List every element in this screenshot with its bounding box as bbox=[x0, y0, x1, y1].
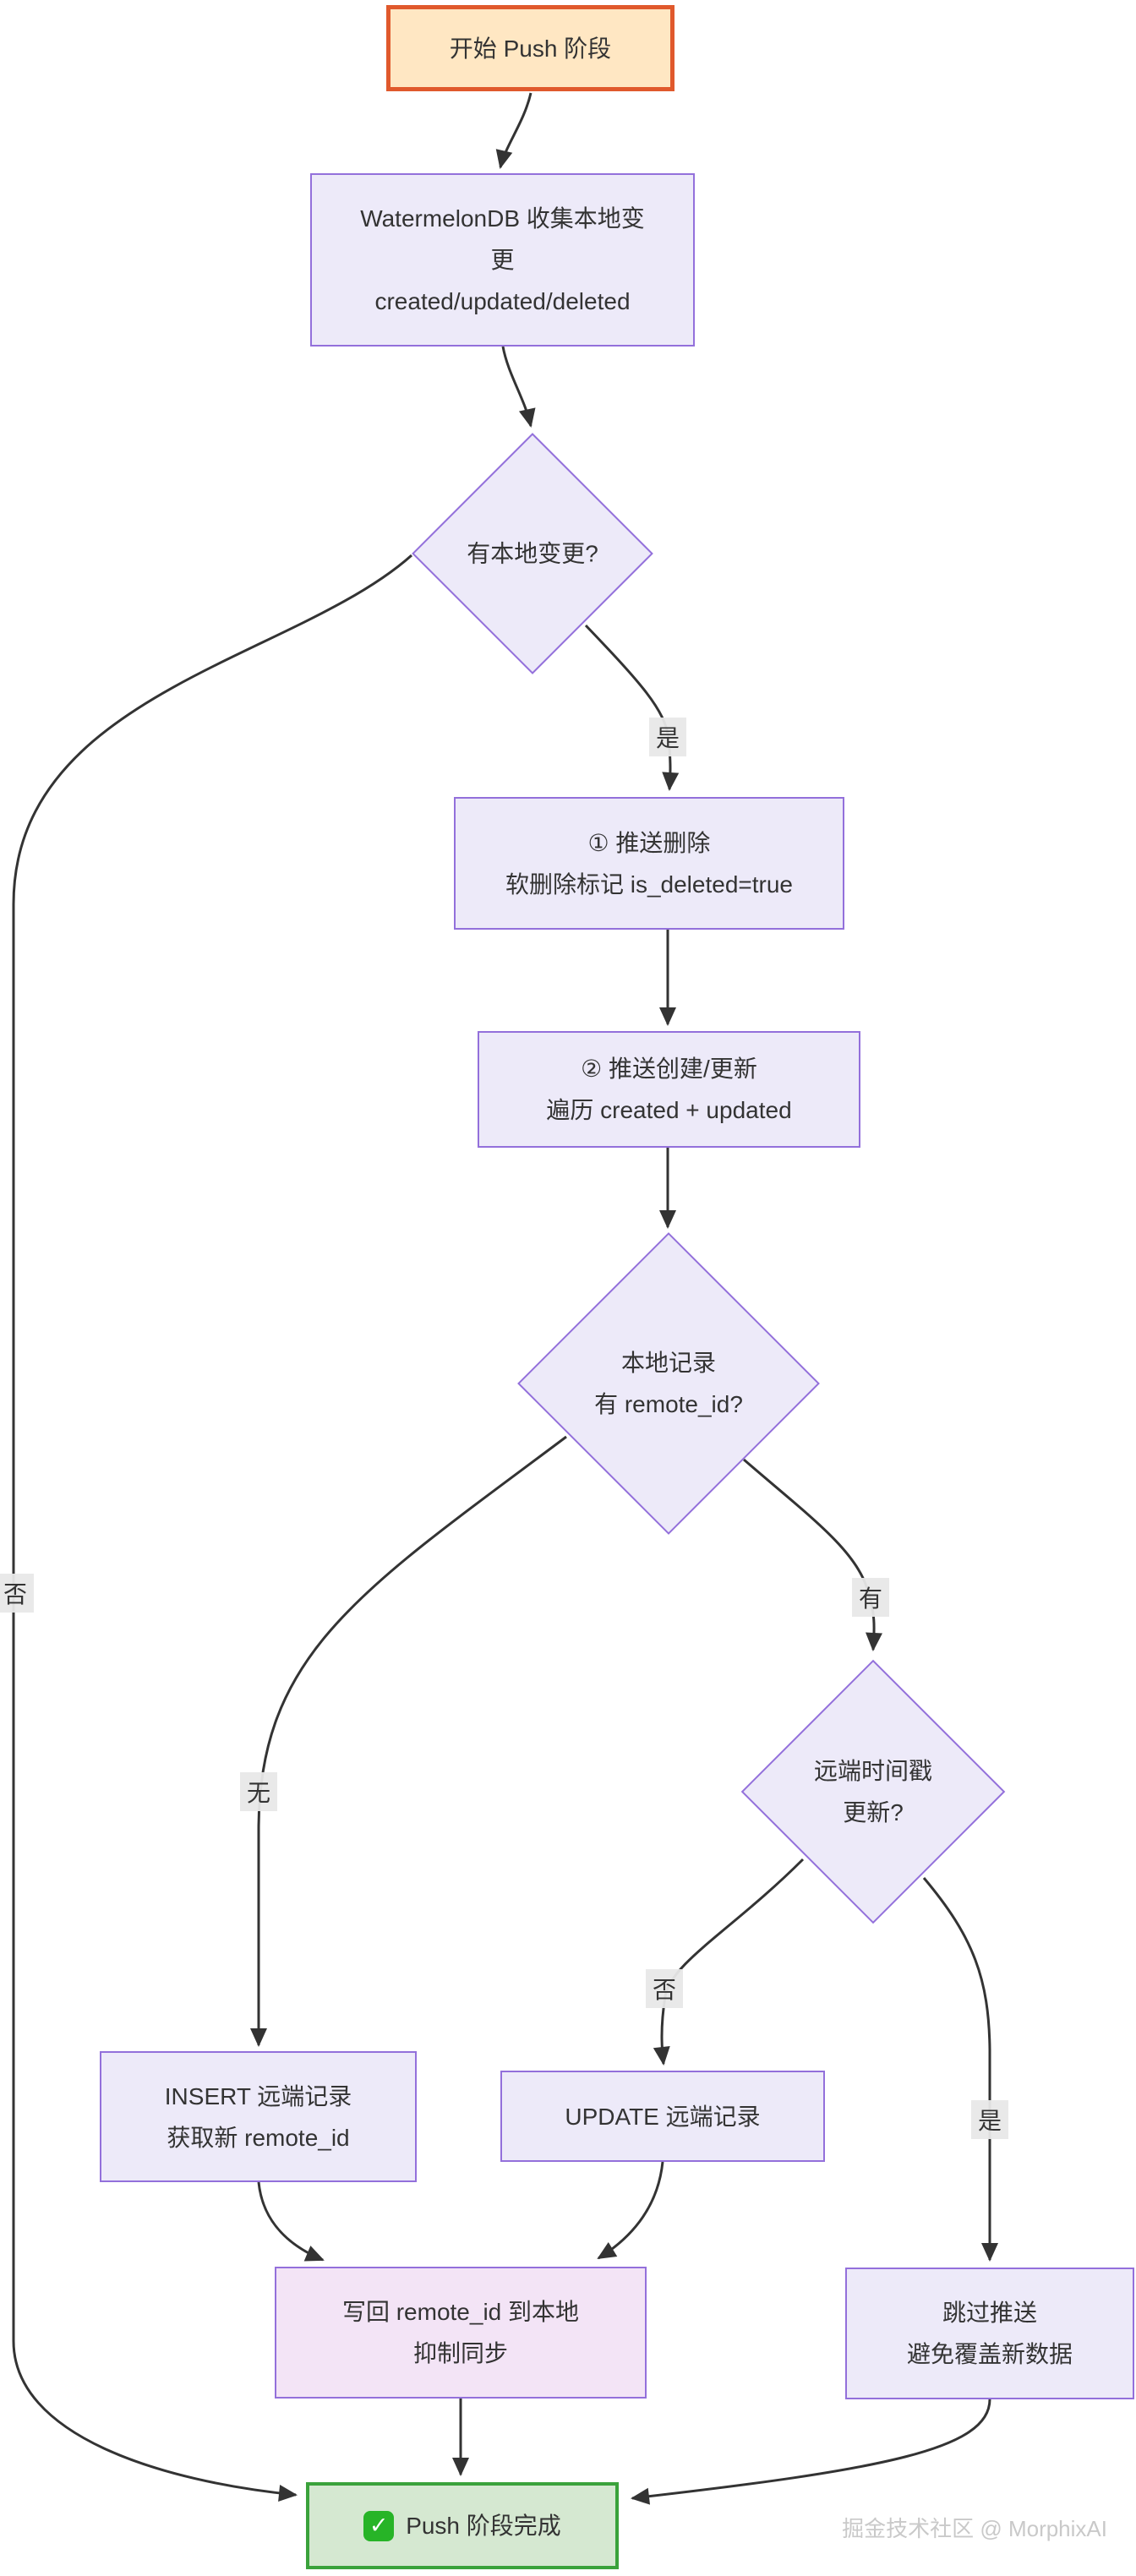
write-back-line1: 写回 remote_id 到本地 bbox=[341, 2299, 580, 2325]
has-remote-id-label: 本地记录 有 remote_id? bbox=[594, 1350, 743, 1417]
edge-start-to-collect bbox=[495, 92, 532, 169]
skip-push-node: 跳过推送 避免覆盖新数据 bbox=[845, 2268, 1134, 2399]
edge-label-no1: 否 bbox=[0, 1574, 35, 1613]
remote-timestamp-label: 远端时间戳 更新? bbox=[813, 1758, 932, 1826]
end-node: ✓ Push 阶段完成 bbox=[306, 2482, 619, 2569]
push-delete-line2: 软删除标记 is_deleted=true bbox=[505, 870, 794, 898]
edge-skip-to-end bbox=[631, 2399, 991, 2505]
skip-push-line2: 避免覆盖新数据 bbox=[906, 2341, 1073, 2367]
edge-label-yes2: 是 bbox=[970, 2100, 1009, 2139]
update-remote-node: UPDATE 远端记录 bbox=[500, 2071, 825, 2162]
edge-hasremoteid-none-to-insert bbox=[250, 1435, 567, 2047]
push-delete-line1: ① 推送删除 bbox=[587, 829, 711, 856]
edge-collect-to-haschanges bbox=[501, 346, 536, 428]
edge-timestamp-no-to-update bbox=[653, 1858, 805, 2066]
edge-haschanges-yes bbox=[584, 624, 680, 791]
edge-label-yes1: 是 bbox=[648, 718, 687, 756]
push-delete-node: ① 推送删除 软删除标记 is_deleted=true bbox=[454, 797, 844, 930]
insert-remote-node: INSERT 远端记录 获取新 remote_id bbox=[100, 2051, 417, 2182]
push-upsert-node: ② 推送创建/更新 遍历 created + updated bbox=[478, 1031, 860, 1148]
write-back-node: 写回 remote_id 到本地 抑制同步 bbox=[275, 2267, 647, 2399]
start-node: 开始 Push 阶段 bbox=[386, 5, 674, 91]
edge-haschanges-no-to-end bbox=[12, 554, 413, 2502]
edge-label-none: 无 bbox=[239, 1772, 278, 1811]
write-back-line2: 抑制同步 bbox=[412, 2340, 508, 2366]
collect-changes-line2: 更 bbox=[490, 247, 515, 273]
collect-changes-node: WatermelonDB 收集本地变 更 created/updated/del… bbox=[310, 173, 695, 347]
push-upsert-line2: 遍历 created + updated bbox=[546, 1097, 792, 1123]
check-emoji-icon: ✓ bbox=[363, 2510, 395, 2541]
insert-remote-line2: 获取新 remote_id bbox=[167, 2124, 350, 2151]
update-remote-line1: UPDATE 远端记录 bbox=[565, 2103, 761, 2130]
has-local-changes-label: 有本地变更? bbox=[467, 540, 598, 567]
watermark: 掘金技术社区 @ MorphixAI bbox=[842, 2516, 1107, 2541]
collect-changes-line3: created/updated/deleted bbox=[374, 288, 631, 314]
edge-update-to-writeback bbox=[597, 2161, 664, 2260]
insert-remote-line1: INSERT 远端记录 bbox=[164, 2082, 352, 2109]
edge-label-has: 有 bbox=[851, 1578, 890, 1617]
collect-changes-line1: WatermelonDB 收集本地变 bbox=[360, 205, 645, 232]
push-upsert-line1: ② 推送创建/更新 bbox=[581, 1056, 757, 1082]
edge-timestamp-yes-to-skip bbox=[922, 1877, 998, 2262]
edge-insert-to-writeback bbox=[257, 2181, 325, 2262]
end-node-label: Push 阶段完成 bbox=[406, 2513, 561, 2539]
start-node-label: 开始 Push 阶段 bbox=[449, 35, 612, 62]
skip-push-line1: 跳过推送 bbox=[942, 2300, 1037, 2326]
edge-hasremoteid-has-to-timestamp bbox=[743, 1458, 882, 1651]
edge-label-no2: 否 bbox=[645, 1969, 684, 2008]
